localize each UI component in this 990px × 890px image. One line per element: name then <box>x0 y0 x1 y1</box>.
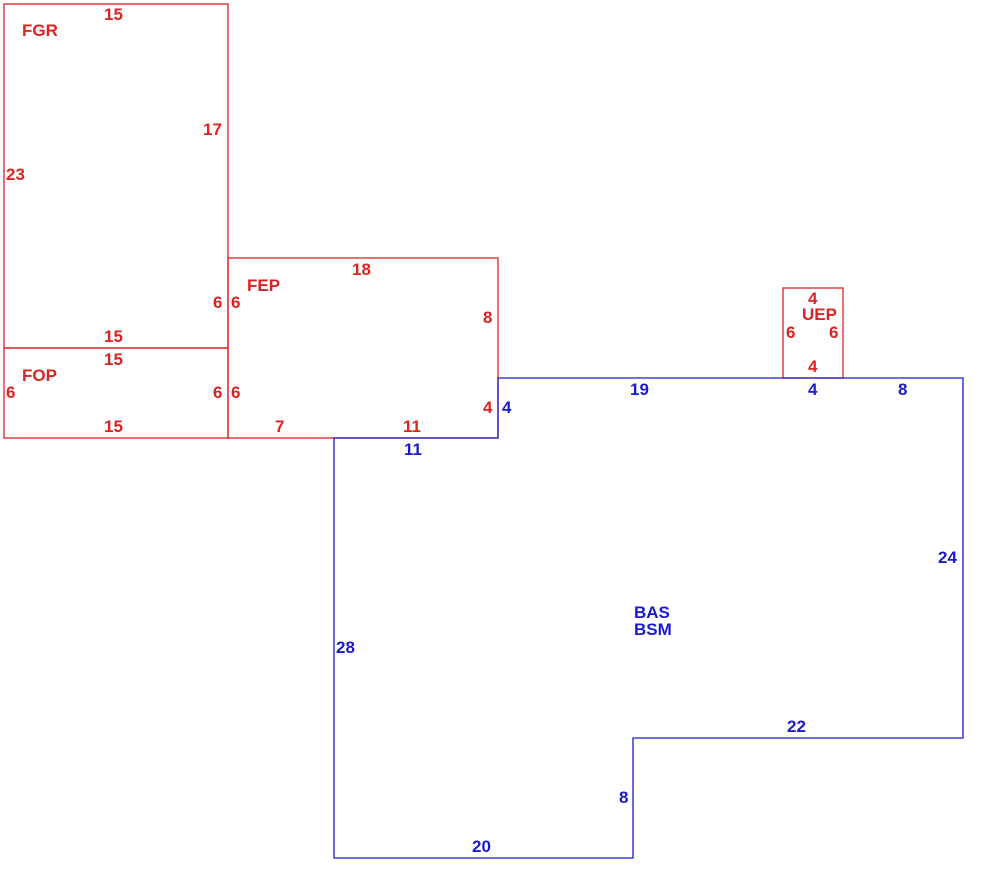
uep-label: UEP <box>802 305 837 324</box>
fop-dim-bottom: 15 <box>104 417 123 436</box>
fgr-dim-top: 15 <box>104 5 123 24</box>
bas-dim-top-uep: 4 <box>808 380 818 399</box>
fep-dim-right-lower: 4 <box>483 398 493 417</box>
bas-dim-top: 19 <box>630 380 649 399</box>
bas-dim-top-left: 11 <box>404 440 422 459</box>
uep-dim-top: 4 <box>808 289 818 308</box>
uep-dim-left: 6 <box>786 323 795 342</box>
fep-dim-right: 8 <box>483 308 492 327</box>
fgr-dim-right: 17 <box>203 120 222 139</box>
fgr-dim-bottom: 15 <box>104 327 123 346</box>
fop-dim-left: 6 <box>6 383 15 402</box>
fep-dim-bottom-right: 11 <box>403 417 421 436</box>
bas-outline <box>333 377 964 859</box>
bas-dim-top-right: 8 <box>898 380 907 399</box>
bsm-label: BSM <box>634 620 672 639</box>
fgr-dim-left: 23 <box>6 165 25 184</box>
fep-dim-bottom-left: 7 <box>275 417 284 436</box>
bas-dim-step-left: 8 <box>619 788 628 807</box>
fop-label: FOP <box>22 366 57 385</box>
bas-dim-right: 24 <box>938 548 957 567</box>
fep-dim-left-lower: 6 <box>231 383 240 402</box>
fgr-label: FGR <box>22 21 58 40</box>
bas-dim-bottom: 20 <box>472 837 491 856</box>
fep-label: FEP <box>247 276 280 295</box>
red-structures <box>3 3 844 439</box>
bas-dim-left: 28 <box>336 638 355 657</box>
uep-dim-right: 6 <box>829 323 838 342</box>
bas-dim-step-top: 22 <box>787 717 806 736</box>
fgr-dim-right-lower: 6 <box>213 293 222 312</box>
fep-dim-left-upper: 6 <box>231 293 240 312</box>
bas-label: BAS <box>634 603 670 622</box>
fgr-outline <box>3 3 229 349</box>
fop-dim-right: 6 <box>213 383 222 402</box>
fep-dim-top: 18 <box>352 260 371 279</box>
uep-dim-bottom: 4 <box>808 357 818 376</box>
bas-dim-left-step: 4 <box>502 398 512 417</box>
fop-dim-top: 15 <box>104 350 123 369</box>
